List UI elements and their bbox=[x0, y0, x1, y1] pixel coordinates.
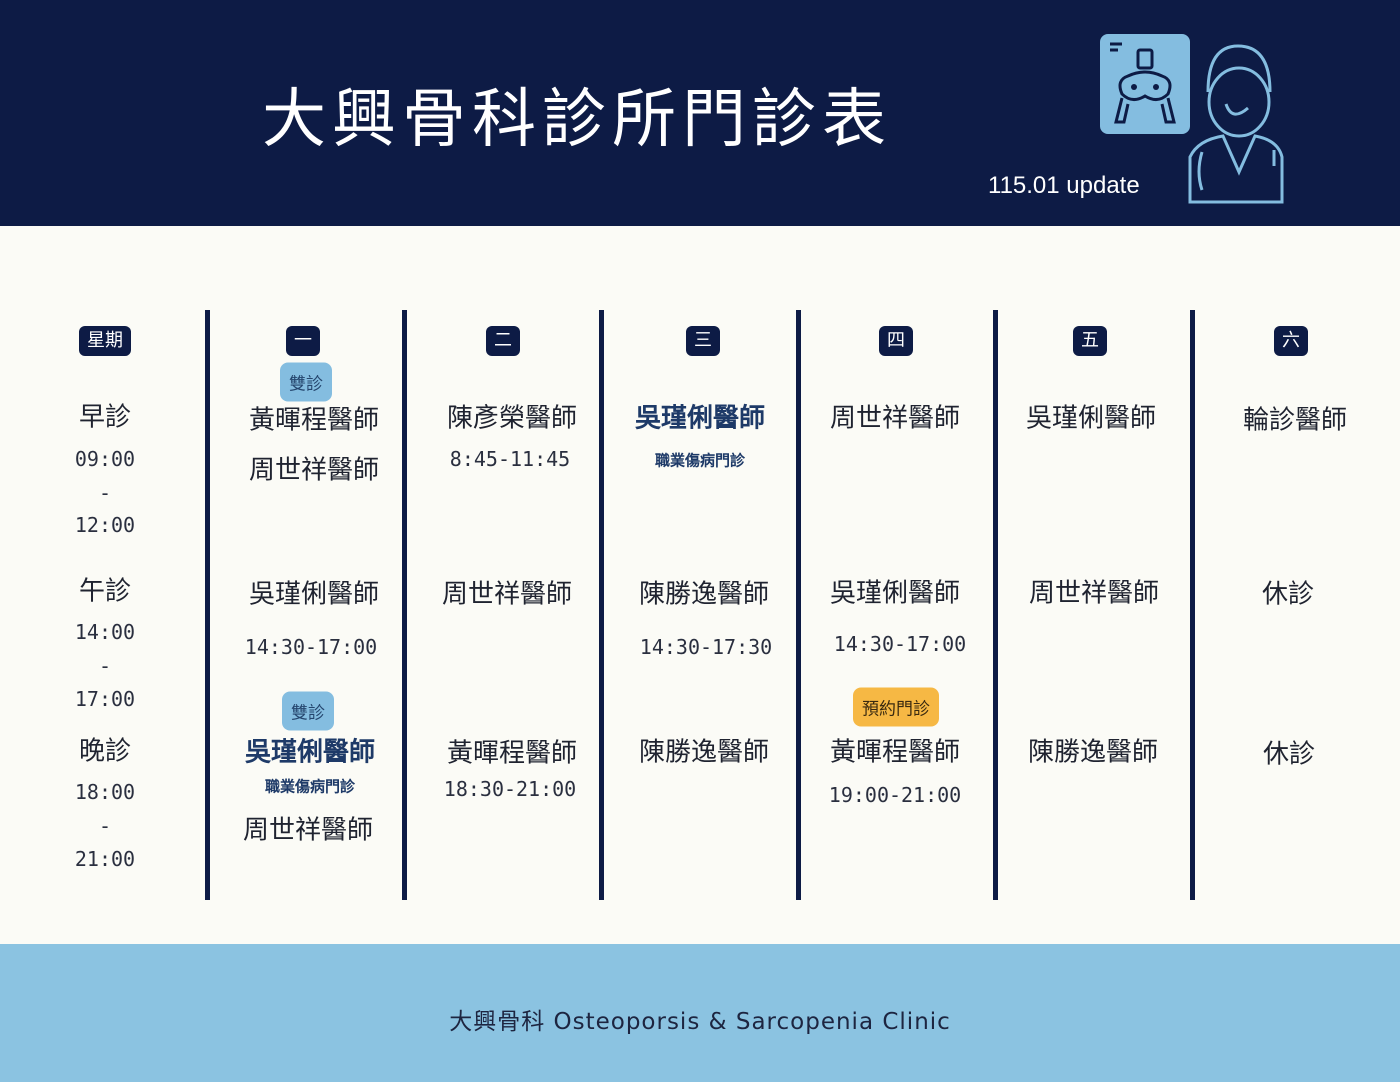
doctor-name: 周世祥醫師 bbox=[829, 403, 961, 434]
clinic-type: 職業傷病門診 bbox=[264, 777, 356, 796]
slot-dash: - bbox=[98, 481, 112, 505]
day-header-fri: 五 bbox=[1073, 326, 1107, 356]
day-header-thu: 四 bbox=[879, 326, 913, 356]
slot-dash: - bbox=[98, 814, 112, 838]
column-divider bbox=[205, 310, 210, 900]
column-divider bbox=[599, 310, 604, 900]
doctor-name: 陳勝逸醫師 bbox=[638, 737, 770, 768]
header: 大興骨科診所門診表 115.01 update bbox=[0, 0, 1400, 226]
weekday-header: 星期 bbox=[79, 326, 131, 356]
doctor-xray-illustration-icon bbox=[1100, 34, 1284, 204]
clinic-hours: 14:30-17:00 bbox=[244, 635, 378, 659]
doctor-name: 吳瑾俐醫師 bbox=[634, 403, 766, 434]
dual-clinic-badge: 雙診 bbox=[280, 362, 332, 402]
footer-clinic-name: 大興骨科 Osteoporsis & Sarcopenia Clinic bbox=[449, 1009, 951, 1035]
doctor-name: 吳瑾俐醫師 bbox=[1025, 403, 1157, 434]
doctor-name: 黃暉程醫師 bbox=[248, 405, 380, 436]
closed-label: 休診 bbox=[1261, 579, 1315, 610]
slot-evening-end: 21:00 bbox=[74, 847, 136, 871]
footer: 大興骨科 Osteoporsis & Sarcopenia Clinic bbox=[0, 944, 1400, 1082]
day-header-tue: 二 bbox=[486, 326, 520, 356]
column-divider bbox=[402, 310, 407, 900]
doctor-name: 周世祥醫師 bbox=[248, 455, 380, 486]
slot-evening-label: 晚診 bbox=[78, 736, 132, 767]
slot-afternoon-label: 午診 bbox=[78, 576, 132, 607]
doctor-name: 周世祥醫師 bbox=[441, 579, 573, 610]
doctor-name: 陳勝逸醫師 bbox=[1027, 737, 1159, 768]
doctor-name: 黃暉程醫師 bbox=[829, 737, 961, 768]
slot-morning-start: 09:00 bbox=[74, 447, 136, 471]
appointment-clinic-badge: 預約門診 bbox=[853, 687, 939, 727]
doctor-name: 吳瑾俐醫師 bbox=[248, 579, 380, 610]
clinic-hours: 19:00-21:00 bbox=[828, 783, 962, 807]
clinic-hours: 18:30-21:00 bbox=[443, 777, 577, 801]
update-label: 115.01 update bbox=[988, 172, 1140, 199]
doctor-name: 黃暉程醫師 bbox=[446, 738, 578, 769]
clinic-hours: 14:30-17:30 bbox=[639, 635, 773, 659]
slot-afternoon-end: 17:00 bbox=[74, 687, 136, 711]
clinic-type: 職業傷病門診 bbox=[654, 451, 746, 470]
doctor-name: 吳瑾俐醫師 bbox=[829, 578, 961, 609]
column-divider bbox=[993, 310, 998, 900]
slot-morning-end: 12:00 bbox=[74, 513, 136, 537]
doctor-name: 陳勝逸醫師 bbox=[638, 579, 770, 610]
doctor-name: 吳瑾俐醫師 bbox=[244, 737, 376, 768]
page-title: 大興骨科診所門診表 bbox=[262, 83, 892, 157]
column-divider bbox=[1190, 310, 1195, 900]
day-header-sat: 六 bbox=[1274, 326, 1308, 356]
doctor-name: 輪診醫師 bbox=[1242, 405, 1348, 436]
slot-afternoon-start: 14:00 bbox=[74, 620, 136, 644]
doctor-name: 陳彥榮醫師 bbox=[446, 403, 578, 434]
column-divider bbox=[796, 310, 801, 900]
slot-dash: - bbox=[98, 654, 112, 678]
day-header-mon: 一 bbox=[286, 326, 320, 356]
doctor-name: 周世祥醫師 bbox=[242, 815, 374, 846]
slot-evening-start: 18:00 bbox=[74, 780, 136, 804]
clinic-hours: 8:45-11:45 bbox=[449, 447, 571, 471]
doctor-name: 周世祥醫師 bbox=[1028, 578, 1160, 609]
slot-morning-label: 早診 bbox=[78, 402, 132, 433]
dual-clinic-badge: 雙診 bbox=[282, 691, 334, 731]
day-header-wed: 三 bbox=[686, 326, 720, 356]
closed-label: 休診 bbox=[1262, 739, 1316, 770]
clinic-hours: 14:30-17:00 bbox=[833, 632, 967, 656]
